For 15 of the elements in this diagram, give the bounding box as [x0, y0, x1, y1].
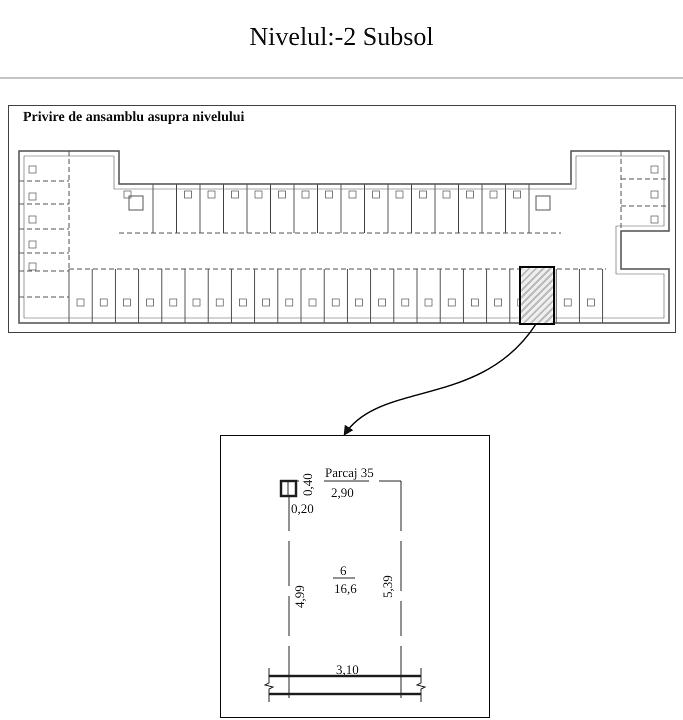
dimension-label: 0,20	[291, 502, 314, 515]
area-label: 16,6	[334, 582, 357, 595]
space-label: Parcaj 35	[325, 466, 374, 479]
dimension-label: 2,90	[331, 486, 354, 499]
dimension-label: 4,99	[293, 585, 306, 608]
dimension-label: 0,40	[301, 473, 314, 496]
overview-panel	[8, 105, 676, 333]
arrow	[344, 324, 537, 436]
page-title: Nivelul:-2 Subsol	[248, 22, 435, 52]
detail-panel	[220, 435, 490, 718]
panel-heading: Privire de ansamblu asupra nivelului	[23, 110, 244, 126]
parking-space-highlight	[519, 266, 555, 325]
dimension-label: 5,39	[381, 575, 394, 598]
area-label: 6	[340, 564, 346, 577]
dimension-label: 3,10	[336, 663, 359, 676]
